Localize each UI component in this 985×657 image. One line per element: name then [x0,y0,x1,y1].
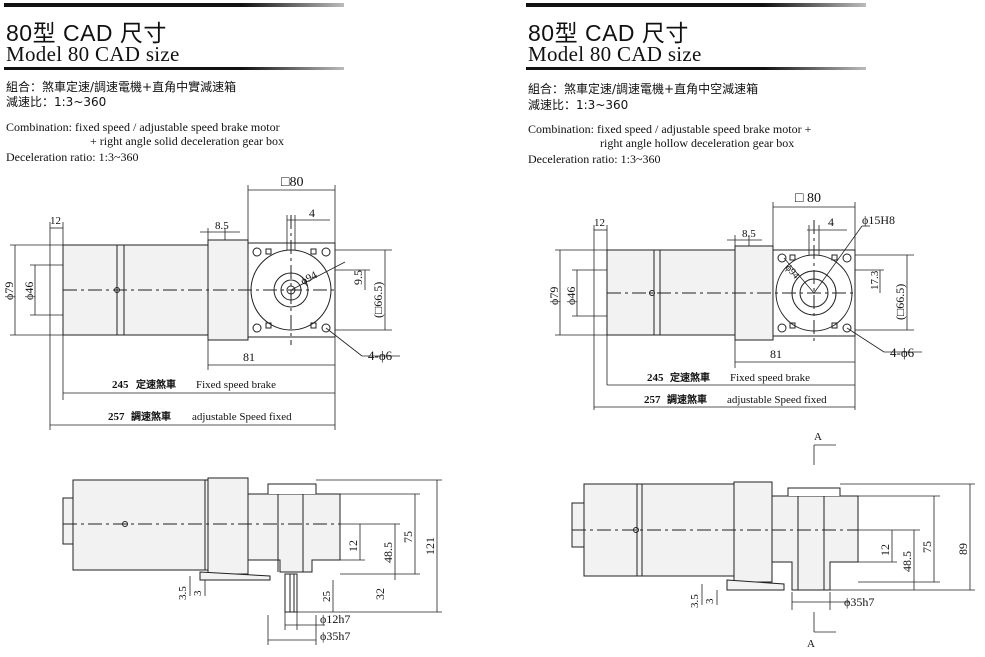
title-underline-right [526,67,866,70]
combination-english-right-line2: right angle hollow deceleration gear box [600,136,795,150]
dim-48-5-right: 48.5 [900,551,914,572]
title-chinese-right: 80型 CAD 尺寸 [528,20,689,46]
dim-25: 25 [321,591,333,603]
dim-89: 89 [956,543,970,555]
dim-245-en: Fixed speed brake [196,379,276,391]
dim-phi79-right: ϕ79 [547,287,561,305]
dim-75: 75 [401,531,415,543]
title-english-right: Model 80 CAD size [528,42,702,66]
combination-english-line2: + right angle solid deceleration gear bo… [90,134,285,148]
section-marks [813,444,836,633]
title-english: Model 80 CAD size [6,42,180,66]
dim-8-5-right: 8.5 [742,228,756,240]
dim-square-80: □80 [281,175,303,190]
dim-81: 81 [243,350,255,364]
dim-12-vertical: 12 [346,540,360,552]
dim-holes-right: 4-ϕ6 [890,345,915,360]
right-panel: 80型 CAD 尺寸 Model 80 CAD size 組合：煞車定速/調速電… [522,0,985,657]
dim-245: 245 [112,379,129,391]
dim-square-66-5-right: (□66.5) [893,284,907,320]
dim-121: 121 [423,537,437,555]
dim-12-vertical-right: 12 [878,544,892,556]
dim-12: 12 [50,215,61,227]
dim-257-en: adjustable Speed fixed [192,411,292,423]
ratio-english: Deceleration ratio: 1:3~360 [6,150,139,164]
dim-257: 257 [108,411,125,423]
dim-3: 3 [192,590,204,596]
combination-english: Combination: fixed speed / adjustable sp… [6,120,284,148]
dimension-lines-front [189,479,442,645]
ratio-chinese: 減速比：1:3~360 [6,95,107,109]
dim-12-right: 12 [594,217,605,229]
combination-chinese-right: 組合：煞車定速/調速電機+直角中空減速箱 [528,82,759,96]
left-panel: 80型 CAD 尺寸 Model 80 CAD size 組合：煞車定速/調速電… [0,0,480,657]
dim-3-5-right: 3.5 [689,594,701,608]
dim-phi79: ϕ79 [2,282,16,300]
combination-english-right: Combination: fixed speed / adjustable sp… [528,122,811,150]
ratio-english-right: Deceleration ratio: 1:3~360 [528,152,661,166]
dim-257-cn: 調速煞車 [131,410,171,423]
dimension-lines-top-right [555,202,922,410]
dim-245-en-right: Fixed speed brake [730,372,810,384]
motor-body-top [62,244,209,336]
dim-square-80-right: □ 80 [795,191,821,206]
dim-phi15h8: ϕ15H8 [862,213,895,227]
dim-75-right: 75 [920,541,934,553]
dim-245-right: 245 [647,372,664,384]
motor-body-front [62,479,209,571]
dim-245-cn: 定速煞車 [136,378,176,391]
dim-32: 32 [373,588,387,600]
left-drawing: □80 4 12 8.5 ϕ79 ϕ46 ϕ94 9.5 (□66.5) 81 … [2,175,442,645]
section-a-bottom: A [807,638,815,650]
dim-245-cn-right: 定速煞車 [670,371,710,384]
right-drawing: □ 80 4 ϕ15H8 12 8.5 ϕ79 ϕ46 ϕ94 17.3 (□6… [547,191,975,650]
dimension-lines-front-right [701,483,975,610]
dim-phi35h7-right: ϕ35h7 [844,595,874,609]
title-underline [4,67,344,70]
combination-english-right-line1: Combination: fixed speed / adjustable sp… [528,122,812,136]
dim-4-right: 4 [828,215,834,229]
dim-48-5: 48.5 [381,542,395,563]
dim-3-5: 3.5 [177,586,189,600]
dim-17-3: 17.3 [869,270,881,290]
gearbox-front [199,477,341,613]
dim-4: 4 [309,206,315,220]
dim-9-5: 9.5 [351,270,365,285]
dim-257-en-right: adjustable Speed fixed [727,394,827,406]
combination-english-line1: Combination: fixed speed / adjustable sp… [6,120,280,134]
title-chinese: 80型 CAD 尺寸 [6,20,167,46]
section-a-top: A [814,431,822,443]
dim-257-right: 257 [644,394,661,406]
dim-8-5: 8.5 [215,220,229,232]
dim-phi35h7: ϕ35h7 [320,629,350,643]
dim-81-right: 81 [770,347,782,361]
dimension-lines-top [10,185,400,430]
ratio-chinese-right: 減速比：1:3~360 [528,98,629,112]
dim-square-66-5: (□66.5) [371,282,385,318]
dim-phi46-right: ϕ46 [564,287,578,305]
dim-257-cn-right: 調速煞車 [667,393,707,406]
dim-holes: 4-ϕ6 [368,348,393,363]
dim-3-right: 3 [704,598,716,604]
dim-phi46: ϕ46 [22,282,36,300]
combination-chinese: 組合：煞車定速/調速電機+直角中實減速箱 [6,80,237,94]
title-bar-top [4,3,344,7]
gearbox-front-right [726,481,859,591]
dim-phi12h7: ϕ12h7 [320,612,350,626]
title-bar-top-right [526,3,866,7]
